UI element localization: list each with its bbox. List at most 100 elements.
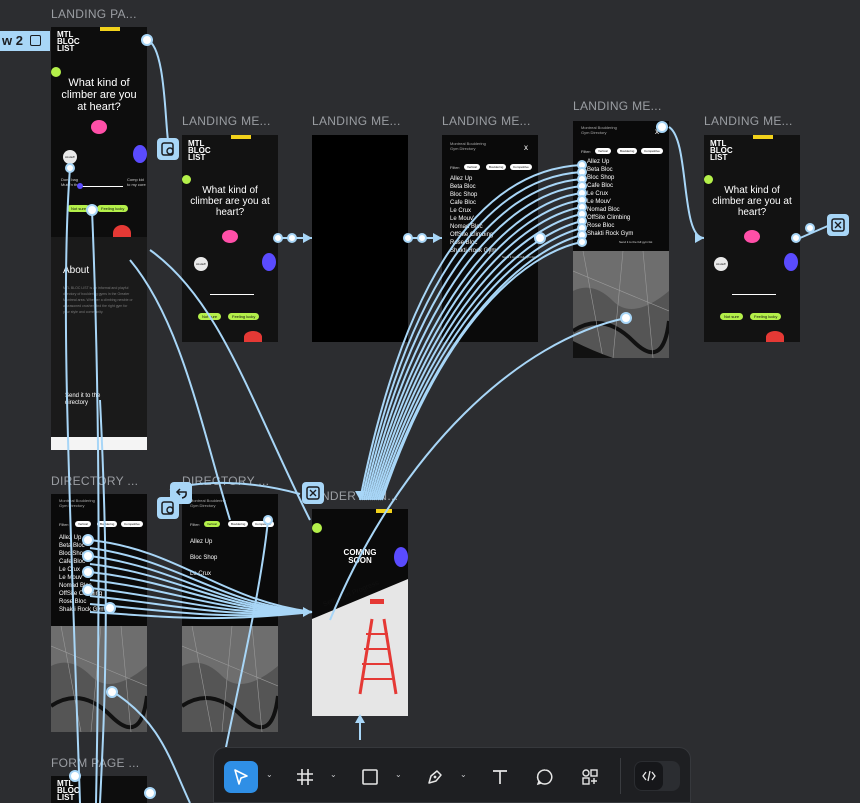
list-item[interactable]: Cafe Bloc (59, 559, 86, 565)
list-item[interactable]: Nomad Bloc (450, 224, 483, 230)
text-tool-button[interactable] (483, 761, 517, 793)
list-item[interactable]: OffSite Climbing (450, 232, 494, 238)
menu4-footer[interactable]: Send it to the full gym list (619, 240, 653, 244)
list-item[interactable]: OffSite Climbing (59, 591, 103, 597)
list-item[interactable]: Le Mouv' (587, 199, 612, 205)
chip-competitive[interactable]: Competitive (510, 164, 532, 170)
frame-label-directory-2[interactable]: DIRECTORY ... (182, 474, 270, 488)
dev-mode-knob[interactable] (635, 762, 663, 790)
frame-landing-menu-5[interactable]: MTL BLOC LIST What kind of climber are y… (704, 135, 800, 342)
map-view[interactable] (182, 626, 278, 732)
chip-bouldering[interactable]: Bouldering (617, 148, 638, 154)
chip-vertical[interactable]: Vertical (464, 164, 480, 170)
slider-track[interactable] (732, 294, 776, 295)
list-item[interactable]: Rose Bloc (450, 240, 478, 246)
selected-frame-tag[interactable]: w 2 (0, 31, 50, 51)
not-sure-button[interactable]: Not sure (198, 313, 222, 320)
list-item[interactable]: OffSite Climbing (587, 215, 631, 221)
comment-tool-button[interactable] (528, 761, 562, 793)
list-item[interactable]: Shakti Rock Gym (59, 607, 106, 613)
frame-directory-1[interactable]: Montreal Bouldering Gym Directory Filter… (51, 494, 147, 732)
close-icon[interactable]: x (524, 143, 528, 152)
overlay-node-button[interactable] (157, 138, 179, 160)
list-item[interactable]: Le Mouv' (450, 216, 475, 222)
frame-label-form-page[interactable]: FORM PAGE ... (51, 756, 140, 770)
slider-thumb[interactable] (77, 183, 83, 189)
frame-landing-menu-1[interactable]: MTL BLOC LIST What kind of climber are y… (182, 135, 278, 342)
list-item[interactable]: Rose Bloc (587, 223, 615, 229)
chip-bouldering[interactable]: Bouldering (97, 521, 118, 527)
chevron-down-icon[interactable]: ⌄ (266, 770, 273, 779)
frame-label-landing-menu-1[interactable]: LANDING ME... (182, 114, 271, 128)
slider-track[interactable] (79, 186, 123, 187)
list-item[interactable]: Le Crux (587, 191, 609, 197)
chip-bouldering[interactable]: Bouldering (486, 164, 507, 170)
list-item[interactable]: Beta Bloc (450, 184, 476, 190)
not-sure-button[interactable]: Not sure (67, 205, 91, 212)
frame-landing-menu-4[interactable]: Montreal Bouldering Gym Directory x Filt… (573, 121, 669, 358)
chevron-down-icon[interactable]: ⌄ (330, 770, 337, 779)
frame-label-landing-menu-5[interactable]: LANDING ME... (704, 114, 793, 128)
map-view[interactable] (573, 251, 669, 358)
chip-vertical[interactable]: Vertical (595, 148, 611, 154)
map-view[interactable] (51, 626, 147, 732)
list-item[interactable]: Allez Up (450, 176, 473, 182)
chevron-down-icon[interactable]: ⌄ (395, 770, 402, 779)
swap-overlay-node-button[interactable] (157, 497, 179, 519)
frame-label-landing-menu-4[interactable]: LANDING ME... (573, 99, 662, 113)
chip-vertical[interactable]: Vertical (204, 521, 220, 527)
menu3-footer[interactable]: Send it to the full gym list (502, 255, 536, 259)
list-item[interactable]: Allez Up (190, 539, 213, 545)
list-item[interactable]: Bloc Shop (190, 555, 218, 561)
frame-landing-menu-2[interactable] (312, 135, 408, 342)
list-item[interactable]: Rose Bloc (59, 599, 87, 605)
not-sure-button[interactable]: Not sure (720, 313, 744, 320)
chip-competitive[interactable]: Competitive (252, 521, 274, 527)
move-tool-button[interactable] (224, 761, 258, 793)
frame-directory-2[interactable]: Montreal Bouldering Gym Directory Filter… (182, 494, 278, 732)
list-item[interactable]: Beta Bloc (587, 167, 613, 173)
frame-under-construction[interactable]: COMING SOON Setting In Progress (312, 509, 408, 716)
chip-bouldering[interactable]: Bouldering (228, 521, 249, 527)
frame-form-page[interactable]: MTL BLOC LIST (51, 776, 147, 803)
chip-vertical[interactable]: Vertical (75, 521, 91, 527)
shape-tool-button[interactable] (353, 761, 387, 793)
feeling-lucky-button[interactable]: Feeling lucky (228, 313, 260, 320)
list-item[interactable]: Bloc Shop (450, 192, 478, 198)
close-icon[interactable]: x (655, 127, 659, 136)
list-item[interactable]: Le Mouv' (59, 575, 84, 581)
frame-label-landing-menu-2[interactable]: LANDING ME... (312, 114, 401, 128)
frame-tool-button[interactable] (288, 761, 322, 793)
list-item[interactable]: Nomad Bloc (587, 207, 620, 213)
pen-tool-button[interactable] (418, 761, 452, 793)
list-item[interactable]: Shakti Rock Gym (587, 231, 634, 237)
frame-landing-menu-3[interactable]: Montreal Bouldering Gym Directory x Filt… (442, 135, 538, 342)
list-item[interactable]: Le Crux (59, 567, 81, 573)
list-item[interactable]: Allez Up (59, 535, 82, 541)
chevron-down-icon[interactable]: ⌄ (460, 770, 467, 779)
actions-tool-button[interactable] (573, 761, 607, 793)
list-item[interactable]: Shakti Rock Gym (450, 248, 497, 254)
list-item[interactable]: Le Crux (450, 208, 472, 214)
chip-competitive[interactable]: Competitive (641, 148, 663, 154)
list-item[interactable]: Bloc Shop (587, 175, 615, 181)
slider-track[interactable] (210, 294, 254, 295)
close-overlay-node-button[interactable] (827, 214, 849, 236)
feeling-lucky-button[interactable]: Feeling lucky (97, 205, 129, 212)
dev-mode-toggle[interactable] (634, 761, 680, 791)
list-item[interactable]: Bloc Shop (59, 551, 87, 557)
list-item[interactable]: Nomad Bloc (59, 583, 92, 589)
chip-competitive[interactable]: Competitive (121, 521, 143, 527)
list-item[interactable]: Allez Up (587, 159, 610, 165)
close-overlay-node-button-2[interactable] (302, 482, 324, 504)
feeling-lucky-button[interactable]: Feeling lucky (750, 313, 782, 320)
frame-landing-page[interactable]: MTL BLOC LIST What kind of climber are y… (51, 27, 147, 450)
list-item[interactable]: Cafe Bloc (450, 200, 477, 206)
list-item[interactable]: Le Crux (190, 571, 212, 577)
list-item[interactable]: Cafe Bloc (587, 183, 614, 189)
frame-label-landing-menu-3[interactable]: LANDING ME... (442, 114, 531, 128)
list-item[interactable]: Beta Bloc (59, 543, 85, 549)
frame-label-landing-page[interactable]: LANDING PA... (51, 7, 137, 21)
frame-label-directory-1[interactable]: DIRECTORY ... (51, 474, 139, 488)
